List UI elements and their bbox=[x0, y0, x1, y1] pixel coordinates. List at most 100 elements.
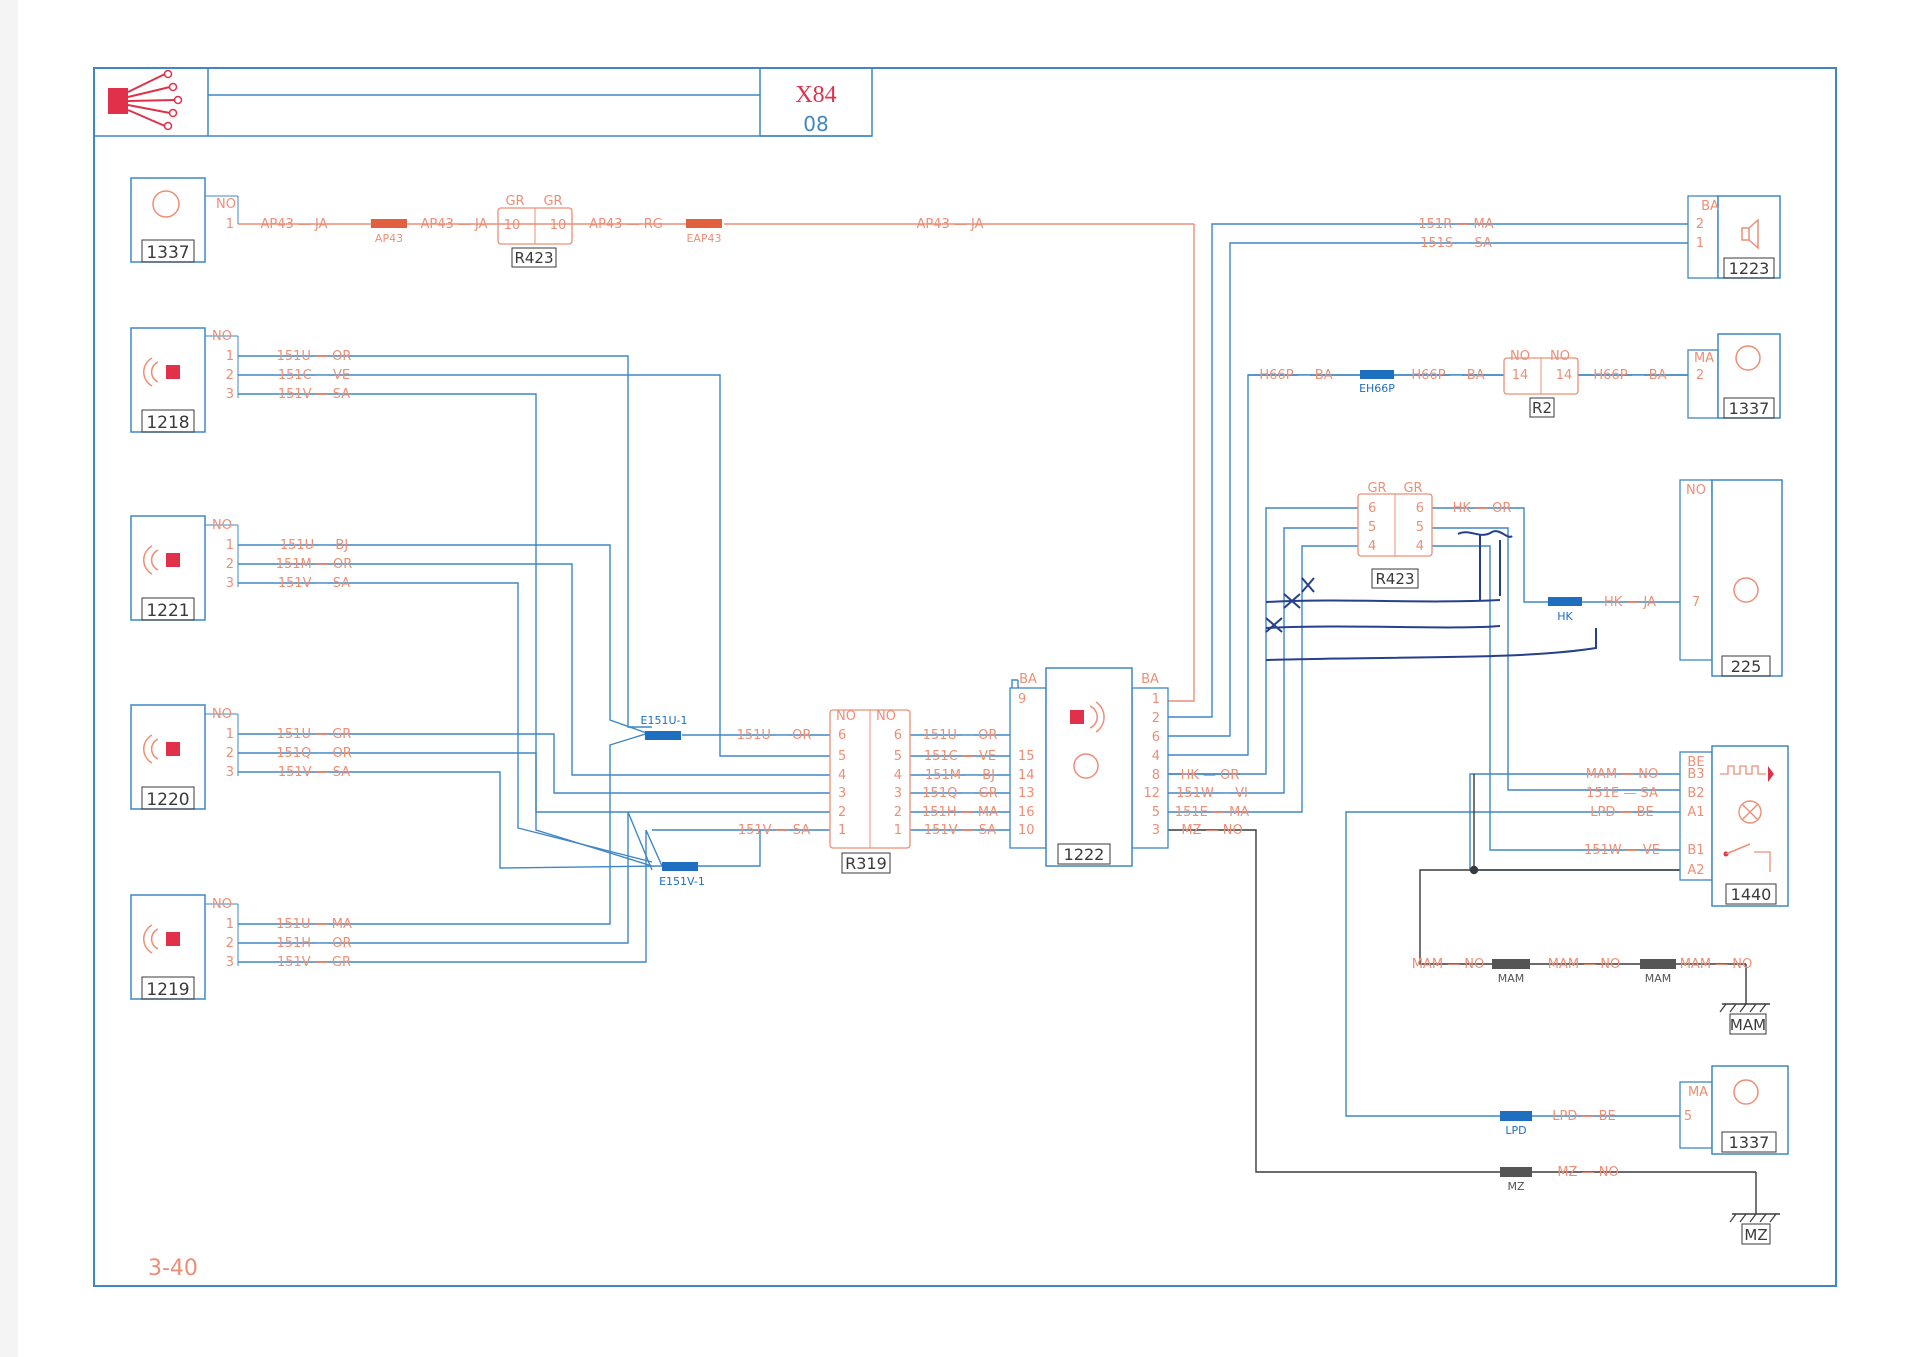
pin-label: 3 bbox=[226, 955, 234, 970]
component-1220: 1220 NO 1 2 3 151U — GR 151Q — OR 151V —… bbox=[130, 704, 352, 810]
wire-label: 151W — VI bbox=[1176, 786, 1248, 801]
pin-label: NO bbox=[1510, 349, 1530, 364]
pin-label: NO bbox=[212, 518, 232, 533]
pin-label: 6 bbox=[894, 728, 902, 743]
pin-label: 4 bbox=[894, 768, 902, 783]
pin-label: 2 bbox=[226, 746, 234, 761]
pin-label: 5 bbox=[838, 749, 846, 764]
pin-label: 3 bbox=[226, 576, 234, 591]
pin-label: GR bbox=[1367, 481, 1386, 496]
wire-label: H66P — BA bbox=[1259, 368, 1332, 383]
pin-label: 5 bbox=[894, 749, 902, 764]
wire-label: 151E — SA bbox=[1586, 786, 1658, 801]
pin-label: 3 bbox=[1152, 823, 1160, 838]
pin-label: 5 bbox=[1684, 1109, 1692, 1124]
wire-network bbox=[238, 223, 1688, 1117]
connector-label: E151U-1 bbox=[641, 714, 688, 727]
sensor-icon bbox=[1733, 577, 1759, 603]
pin-label: NO bbox=[876, 709, 896, 724]
lamp-icon bbox=[1738, 800, 1762, 824]
component-label: 1218 bbox=[146, 413, 189, 433]
component-label: 1219 bbox=[146, 980, 189, 1000]
pin-label: BA bbox=[1701, 199, 1719, 214]
pin-label: 1 bbox=[1152, 692, 1160, 707]
connector-hk bbox=[1548, 597, 1582, 606]
sensor-icon bbox=[152, 190, 180, 218]
wire-label: 151V — SA bbox=[924, 823, 996, 838]
wire-label: AP43 — JA bbox=[420, 217, 487, 232]
pin-label: B2 bbox=[1687, 786, 1704, 801]
wire-label: MAM — NO bbox=[1412, 957, 1485, 972]
pin-label: 3 bbox=[226, 765, 234, 780]
pin-label: 15 bbox=[1018, 749, 1035, 764]
pin-label: 3 bbox=[838, 786, 846, 801]
wire-label: 151U — OR bbox=[737, 728, 812, 743]
connector-eap43 bbox=[686, 219, 722, 228]
connector-label: MAM bbox=[1498, 972, 1525, 985]
pin-label: NO bbox=[1550, 349, 1570, 364]
pin-label: 8 bbox=[1152, 768, 1160, 783]
component-1337-bottom: LPD LPD — BE 1337 MA 5 bbox=[1500, 1065, 1789, 1155]
pin-label: 5 bbox=[1416, 520, 1424, 535]
component-1222-ecu: 1222 BA BA 9 15 14 13 16 10 1 2 6 4 8 12… bbox=[1009, 667, 1249, 867]
pin-label: 6 bbox=[1368, 501, 1376, 516]
component-label: 1337 bbox=[1729, 1133, 1770, 1152]
pin-label: GR bbox=[505, 194, 524, 209]
component-label: R2 bbox=[1532, 399, 1552, 417]
connector-label: AP43 bbox=[375, 232, 403, 245]
wire-label: 151W — VE bbox=[1584, 843, 1660, 858]
pin-label: NO bbox=[1686, 483, 1706, 498]
pin-label: 2 bbox=[226, 368, 234, 383]
scan-edge bbox=[0, 0, 18, 1357]
pin-label: B1 bbox=[1687, 843, 1704, 858]
connector-label: MAM bbox=[1645, 972, 1672, 985]
pin-label: 2 bbox=[1696, 368, 1704, 383]
pin-label: MA bbox=[1688, 1085, 1708, 1100]
parking-sensor-icon bbox=[1070, 701, 1105, 733]
component-label: 1220 bbox=[146, 790, 189, 810]
pin-label: 6 bbox=[838, 728, 846, 743]
component-1219: 1219 NO 1 2 3 151U — MA 151H — OR 151V —… bbox=[130, 894, 352, 1000]
pin-label: 1 bbox=[226, 727, 234, 742]
connector-mz bbox=[1500, 1167, 1532, 1177]
wire-label: HK — OR bbox=[1181, 768, 1240, 783]
pin-label: 5 bbox=[1368, 520, 1376, 535]
handwritten-modification bbox=[1265, 530, 1597, 661]
wire-label: LPD — BE bbox=[1552, 1109, 1616, 1124]
wire-label: HK — JA bbox=[1604, 595, 1656, 610]
wiring-logo-icon bbox=[108, 69, 183, 131]
wire-label: 151R — MA bbox=[1418, 217, 1493, 232]
component-1337-mid: 1337 MA 2 NO NO 14 14 R2 EH66P H66P — BA… bbox=[1259, 333, 1781, 419]
model-code: X84 bbox=[795, 82, 836, 108]
control-unit-icon bbox=[1073, 753, 1099, 779]
component-label: 1222 bbox=[1064, 845, 1105, 864]
wire-label: 151Q — GR bbox=[922, 786, 997, 801]
wire-label: 151S — SA bbox=[1420, 236, 1492, 251]
wire-label: 151M — BJ bbox=[925, 768, 995, 783]
component-label: R319 bbox=[845, 854, 887, 873]
pin-label: 14 bbox=[1018, 768, 1035, 783]
pin-label: NO bbox=[212, 897, 232, 912]
connector-mam-1 bbox=[1492, 959, 1530, 969]
splice-e151v: E151V-1 151V — SA bbox=[659, 823, 810, 888]
ultrasonic-sensor-icon bbox=[143, 545, 180, 575]
component-1221: 1221 NO 1 2 3 151U — BJ 151M — OR 151V —… bbox=[130, 515, 352, 621]
pin-label: 10 bbox=[550, 218, 567, 233]
connector-r319: NO NO 6 5 4 3 2 1 6 5 4 3 2 1 R319 bbox=[829, 709, 911, 874]
pin-label: 16 bbox=[1018, 805, 1035, 820]
pin-label: BA bbox=[1141, 672, 1159, 687]
pin-label: 2 bbox=[226, 557, 234, 572]
page-reference: 3-40 bbox=[148, 1256, 198, 1281]
page-frame bbox=[93, 67, 1837, 1287]
connector-label: HK bbox=[1557, 610, 1573, 623]
pin-label: NO bbox=[216, 197, 236, 212]
pin-label: 1 bbox=[894, 823, 902, 838]
connector-eh66p bbox=[1360, 370, 1394, 379]
connector-label: EAP43 bbox=[686, 232, 721, 245]
ground-label: MZ bbox=[1744, 1226, 1767, 1244]
ultrasonic-sensor-icon bbox=[143, 924, 180, 954]
pin-label: 4 bbox=[1368, 539, 1376, 554]
wire-label: AP43 — RG bbox=[589, 217, 663, 232]
wire-label: 151U — BJ bbox=[280, 538, 348, 553]
wire-label: MAM — NO bbox=[1548, 957, 1621, 972]
